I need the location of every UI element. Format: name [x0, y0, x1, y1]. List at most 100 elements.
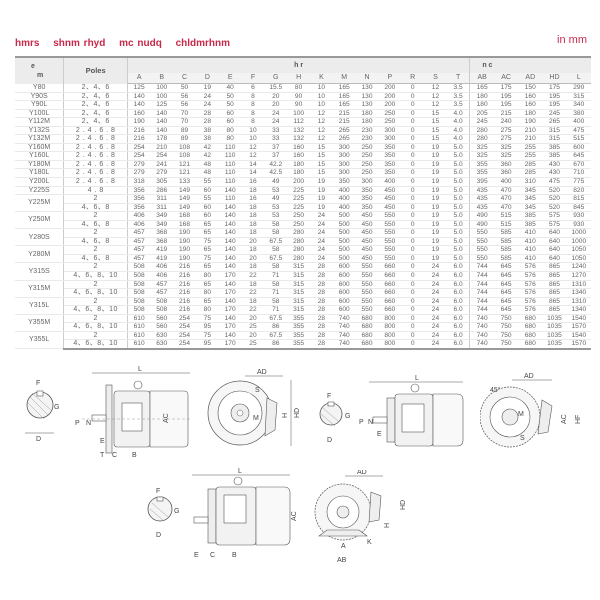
poles-cell: 2 . 4 . 6 . 8 — [63, 160, 128, 170]
value-cell-t: 6.0 — [446, 271, 471, 281]
value-cell-b: 630 — [150, 331, 174, 341]
value-cell-ab: 744 — [469, 280, 494, 290]
value-cell-s: 15 — [424, 126, 447, 136]
value-cell-e: 140 — [218, 262, 242, 273]
svg-text:E: E — [377, 431, 382, 438]
value-cell-f: 18 — [241, 280, 265, 290]
value-cell-h: 280 — [287, 245, 310, 255]
svg-text:E: E — [100, 438, 105, 445]
value-cell-r: 0 — [401, 245, 425, 255]
value-cell-ac: 515 — [494, 220, 519, 230]
value-cell-m: 400 — [332, 194, 356, 204]
value-cell-ad: 680 — [518, 339, 543, 350]
svg-text:AD: AD — [257, 369, 267, 376]
value-cell-f: 18 — [241, 262, 265, 273]
value-cell-a: 508 — [127, 297, 151, 307]
value-cell-f: 14 — [241, 160, 265, 170]
value-cell-ab: 744 — [469, 271, 494, 281]
value-cell-e: 170 — [218, 305, 242, 315]
value-cell-m: 500 — [332, 254, 356, 264]
motor-type-cell: Y225M — [15, 194, 65, 213]
value-cell-t: 6.0 — [446, 314, 471, 324]
value-cell-h: 250 — [287, 220, 310, 230]
value-cell-r: 0 — [401, 109, 425, 119]
value-cell-h: 355 — [287, 331, 310, 341]
value-cell-hd: 195 — [542, 100, 567, 110]
poles-cell: 2、4、6 — [63, 83, 128, 93]
motor-type-cell: Y132M — [15, 134, 65, 144]
value-cell-f: 20 — [241, 331, 265, 341]
motor-type-cell: Y355M — [15, 314, 65, 332]
value-cell-d: 48 — [195, 160, 219, 170]
value-cell-ad: 345 — [518, 194, 543, 204]
svg-text:F: F — [156, 488, 160, 495]
value-cell-ad: 576 — [518, 262, 543, 273]
value-cell-b: 279 — [150, 168, 174, 178]
value-cell-a: 610 — [127, 331, 151, 341]
value-cell-a: 508 — [127, 305, 151, 315]
value-cell-e: 140 — [218, 245, 242, 255]
value-cell-s: 12 — [424, 100, 447, 110]
value-cell-ad: 410 — [518, 237, 543, 247]
value-cell-l: 1310 — [566, 297, 591, 307]
value-cell-h: 280 — [287, 237, 310, 247]
value-cell-hd: 475 — [542, 177, 567, 187]
poles-cell: 2 . 4 . 6 . 8 — [63, 168, 128, 178]
value-cell-h: 132 — [287, 126, 310, 136]
value-cell-r: 0 — [401, 117, 425, 127]
value-cell-l: 475 — [566, 126, 591, 136]
value-cell-l: 820 — [566, 186, 591, 196]
value-cell-c: 216 — [173, 262, 196, 273]
value-cell-p: 450 — [378, 186, 402, 196]
value-cell-r: 0 — [401, 262, 425, 273]
value-cell-f: 8 — [241, 117, 265, 127]
value-cell-g: 37 — [264, 151, 288, 161]
value-cell-d: 28 — [195, 109, 219, 119]
value-cell-s: 24 — [424, 271, 447, 281]
value-cell-ab: 550 — [469, 245, 494, 255]
value-cell-ad: 150 — [518, 83, 543, 93]
value-cell-h: 250 — [287, 211, 310, 221]
svg-text:HD: HD — [294, 408, 301, 418]
value-cell-l: 1570 — [566, 322, 591, 332]
value-cell-s: 24 — [424, 339, 447, 350]
value-cell-t: 6.0 — [446, 262, 471, 273]
value-cell-e: 140 — [218, 297, 242, 307]
value-cell-t: 5.0 — [446, 211, 471, 221]
shaft-section-drawing-3: FDG — [147, 488, 179, 539]
motor-type-cell: Y100L — [15, 109, 65, 119]
value-cell-b: 311 — [150, 194, 174, 204]
value-cell-f: 8 — [241, 109, 265, 119]
value-cell-ac: 585 — [494, 237, 519, 247]
value-cell-m: 740 — [332, 339, 356, 350]
value-cell-hd: 575 — [542, 211, 567, 221]
value-cell-a: 254 — [127, 143, 151, 153]
value-cell-t: 5.0 — [446, 186, 471, 196]
value-cell-ab: 205 — [469, 109, 494, 119]
value-cell-d: 80 — [195, 288, 219, 298]
value-cell-l: 1270 — [566, 271, 591, 281]
value-cell-l: 845 — [566, 203, 591, 213]
value-cell-p: 200 — [378, 92, 402, 102]
poles-cell: 2 . 4 . 6 . 8 — [63, 177, 128, 187]
poles-cell: 4、6、8 — [63, 237, 128, 247]
value-cell-l: 1540 — [566, 314, 591, 324]
value-cell-e: 110 — [218, 160, 242, 170]
value-cell-d: 75 — [195, 331, 219, 341]
value-cell-s: 24 — [424, 322, 447, 332]
value-cell-k: 28 — [310, 271, 333, 281]
value-cell-b: 406 — [150, 262, 174, 273]
value-cell-h: 315 — [287, 297, 310, 307]
value-cell-ac: 360 — [494, 168, 519, 178]
poles-cell: 2 — [63, 297, 128, 307]
value-cell-e: 50 — [218, 100, 242, 110]
value-cell-g: 86 — [264, 322, 288, 332]
value-cell-n: 680 — [355, 314, 379, 324]
value-cell-h: 225 — [287, 203, 310, 213]
